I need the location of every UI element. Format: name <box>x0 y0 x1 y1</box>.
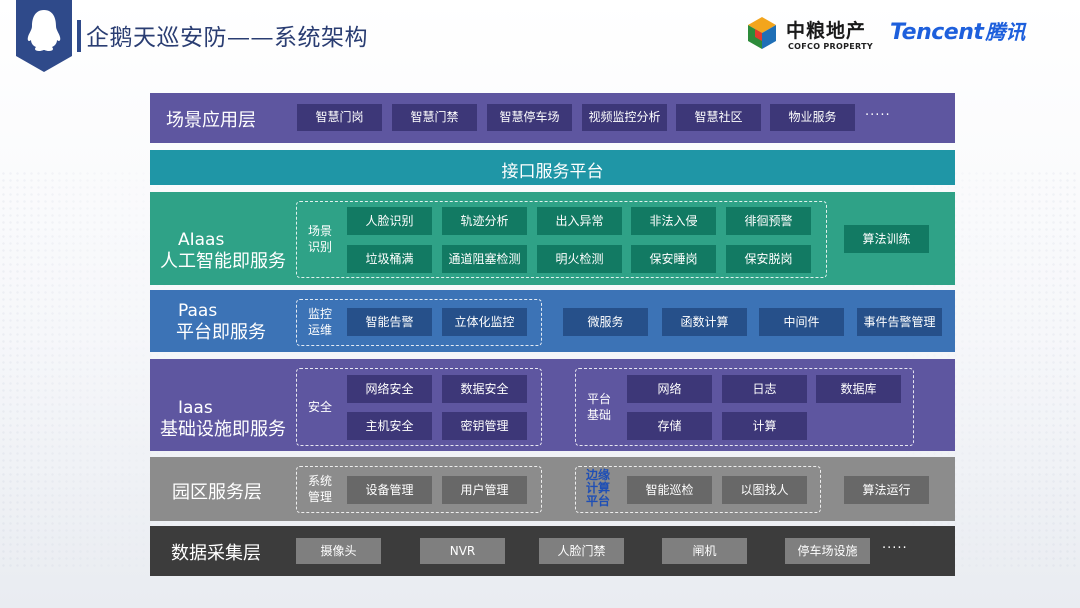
scene-item: 物业服务 <box>770 104 855 131</box>
algorithm-run-item: 算法运行 <box>844 476 929 504</box>
more-ellipsis: ····· <box>865 108 891 123</box>
iaas-layer: Iaas 基础设施即服务 安全 网络安全 数据安全 主机安全 密钥管理 平台 基… <box>150 359 955 451</box>
group-label: 监控 运维 <box>308 307 333 337</box>
edge-group-label: 边缘 计算 平台 <box>586 468 611 508</box>
ai-item: 轨迹分析 <box>442 207 527 235</box>
iaas-item: 密钥管理 <box>442 412 527 440</box>
layer-title: 场景应用层 <box>166 110 256 131</box>
ai-item: 保安睡岗 <box>631 245 716 273</box>
paas-item: 微服务 <box>563 308 648 336</box>
paas-item: 事件告警管理 <box>857 308 942 336</box>
layer-title: Iaas 基础设施即服务 <box>160 397 286 441</box>
group-label: 安全 <box>308 400 333 414</box>
iaas-item: 日志 <box>722 375 807 403</box>
scene-item: 视频监控分析 <box>582 104 667 131</box>
park-item: 以图找人 <box>722 476 807 504</box>
scene-application-layer: 场景应用层 智慧门岗 智慧门禁 智慧停车场 视频监控分析 智慧社区 物业服务 ·… <box>150 93 955 143</box>
group-label: 场景 识别 <box>308 224 333 254</box>
ai-item: 通道阻塞检测 <box>442 245 527 273</box>
platform-base-group <box>575 368 914 446</box>
security-group <box>296 368 542 446</box>
data-item: 人脸门禁 <box>539 538 624 564</box>
group-label: 平台 基础 <box>587 392 612 422</box>
ai-item: 保安脱岗 <box>726 245 811 273</box>
iaas-item: 存储 <box>627 412 712 440</box>
ai-item: 人脸识别 <box>347 207 432 235</box>
layer-title-en: Paas <box>178 301 218 321</box>
park-item: 智能巡检 <box>627 476 712 504</box>
layer-title-en: AIaas <box>178 230 225 250</box>
aiaas-layer: AIaas 人工智能即服务 场景 识别 人脸识别 轨迹分析 出入异常 非法入侵 … <box>150 192 955 285</box>
title-accent-bar <box>77 20 81 52</box>
scene-item: 智慧门岗 <box>297 104 382 131</box>
api-service-layer: 接口服务平台 <box>150 150 955 185</box>
cofco-logo: 中粮地产 COFCO PROPERTY <box>746 14 878 54</box>
iaas-item: 网络安全 <box>347 375 432 403</box>
paas-layer: Paas 平台即服务 监控 运维 智能告警 立体化监控 微服务 函数计算 中间件… <box>150 290 955 352</box>
layer-title: AIaas 人工智能即服务 <box>160 229 286 273</box>
data-item: 闸机 <box>662 538 747 564</box>
data-item: 摄像头 <box>296 538 381 564</box>
scene-item: 智慧门禁 <box>392 104 477 131</box>
ai-item: 非法入侵 <box>631 207 716 235</box>
more-ellipsis: ····· <box>882 541 908 556</box>
paas-item: 中间件 <box>759 308 844 336</box>
data-item: NVR <box>420 538 505 564</box>
scene-recognition-group <box>296 201 827 278</box>
layer-title-cn: 基础设施即服务 <box>160 419 286 440</box>
layer-title-en: Iaas <box>178 398 213 418</box>
cofco-cube-icon <box>748 17 776 49</box>
paas-item: 智能告警 <box>347 308 432 336</box>
paas-item: 立体化监控 <box>442 308 527 336</box>
ai-item: 出入异常 <box>537 207 622 235</box>
layer-title: 数据采集层 <box>171 543 261 564</box>
monitoring-ops-group <box>296 299 542 346</box>
group-label: 系统 管理 <box>308 474 333 504</box>
system-management-group <box>296 466 542 513</box>
scene-item: 智慧社区 <box>676 104 761 131</box>
park-item: 用户管理 <box>442 476 527 504</box>
layer-title: 园区服务层 <box>172 482 262 503</box>
tencent-name-en: Tencent <box>890 20 984 45</box>
penguin-logo-icon <box>16 0 72 72</box>
iaas-item: 计算 <box>722 412 807 440</box>
layer-title-cn: 人工智能即服务 <box>160 251 286 272</box>
iaas-item: 网络 <box>627 375 712 403</box>
cofco-name-cn: 中粮地产 <box>786 20 867 42</box>
algorithm-training-item: 算法训练 <box>844 225 929 253</box>
layer-title: Paas 平台即服务 <box>176 300 266 344</box>
ai-item: 徘徊预警 <box>726 207 811 235</box>
layer-title: 接口服务平台 <box>501 162 604 182</box>
page-title: 企鹅天巡安防——系统架构 <box>86 25 368 51</box>
paas-item: 函数计算 <box>662 308 747 336</box>
iaas-item: 数据库 <box>816 375 901 403</box>
ai-item: 垃圾桶满 <box>347 245 432 273</box>
tencent-name-cn: 腾讯 <box>985 20 1026 44</box>
park-service-layer: 园区服务层 系统 管理 设备管理 用户管理 边缘 计算 平台 智能巡检 以图找人… <box>150 457 955 521</box>
scene-item: 智慧停车场 <box>487 104 572 131</box>
iaas-item: 主机安全 <box>347 412 432 440</box>
edge-computing-group <box>575 466 821 513</box>
cofco-name-en: COFCO PROPERTY <box>788 42 873 51</box>
ai-item: 明火检测 <box>537 245 622 273</box>
park-item: 设备管理 <box>347 476 432 504</box>
data-item: 停车场设施 <box>785 538 870 564</box>
iaas-item: 数据安全 <box>442 375 527 403</box>
data-collection-layer: 数据采集层 摄像头 NVR 人脸门禁 闸机 停车场设施 ····· <box>150 526 955 576</box>
layer-title-cn: 平台即服务 <box>176 322 266 343</box>
